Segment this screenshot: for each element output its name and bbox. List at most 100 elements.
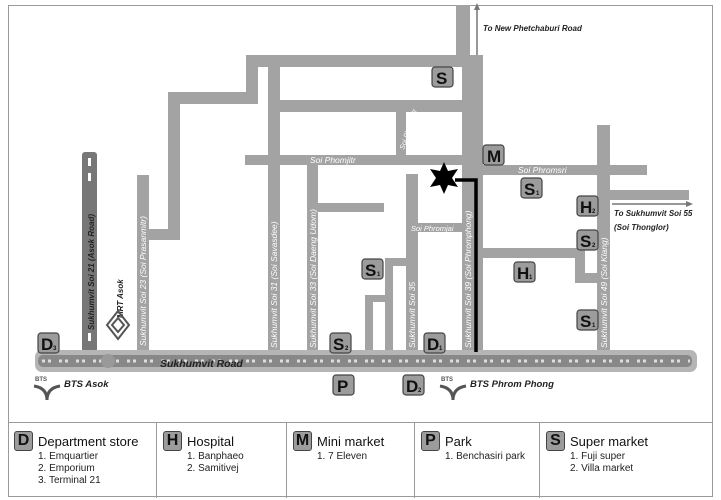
svg-text:S: S — [524, 180, 535, 199]
svg-text:P: P — [337, 377, 348, 396]
road-to-thonglor — [610, 190, 689, 200]
poi-marker-m: M — [482, 144, 505, 166]
bts-asok-icon: BTS — [33, 377, 61, 401]
road-segment — [280, 100, 470, 112]
road-segment — [246, 55, 258, 104]
label-asok: Sukhumvit Soi 21 (Asok Road) — [87, 214, 96, 330]
label-bts-phromphong: BTS Phrom Phong — [470, 379, 554, 390]
roads — [35, 5, 697, 372]
label-sukhumvit-road: Sukhumvit Road — [160, 358, 243, 370]
department-store-icon: D — [14, 431, 33, 451]
label-soi23: Sukhumvit Soi 23 (Soi Prasanmitr) — [138, 216, 148, 346]
svg-text:S: S — [436, 69, 447, 88]
label-bts-asok: BTS Asok — [64, 379, 109, 390]
svg-text:1: 1 — [536, 191, 540, 197]
road-segment — [365, 295, 373, 352]
legend-item: 1. 7 Eleven — [317, 451, 368, 462]
label-soi39: Sukhumvit Soi 39 (Soi Phromphong) — [463, 210, 473, 348]
road-soi-phromjai — [418, 223, 468, 232]
svg-text:H: H — [517, 264, 529, 283]
route-line — [455, 178, 478, 352]
mrt-icon — [105, 309, 131, 341]
road-soi-phromsri — [483, 165, 647, 175]
legend-title: Hospital — [187, 433, 234, 449]
legend-super-market: S Super market 1. Fuji super 2. Villa mar… — [540, 423, 713, 498]
label-mrt-asok: MRT Asok — [116, 279, 125, 318]
poi-marker-p: P — [332, 374, 355, 396]
road-soi49 — [597, 125, 610, 352]
road-soi35 — [406, 174, 418, 352]
legend-item: 2. Emporium — [38, 463, 95, 474]
legend-title: Department store — [38, 433, 139, 449]
arrows — [474, 3, 693, 207]
road-soi39-north — [456, 5, 470, 57]
legend-hospital: H Hospital 1. Banphaeo 2. Samitivej — [157, 423, 287, 498]
svg-text:BTS: BTS — [441, 377, 453, 383]
legend-item: 1. Fuji super — [570, 451, 626, 462]
asok-lane-marks — [88, 158, 91, 341]
road-soi23-upper — [246, 55, 470, 67]
road-segment — [137, 229, 180, 240]
label-soi-phomjitr: Soi Phomjitr — [310, 155, 357, 165]
legend-item: 3. Terminal 21 — [38, 475, 101, 486]
svg-text:S: S — [365, 261, 376, 280]
svg-text:2: 2 — [345, 346, 349, 352]
label-thonglor: (Soi Thonglor) — [614, 223, 669, 232]
bts-phromphong-icon: BTS — [439, 377, 467, 401]
hospital-icon: H — [163, 431, 182, 451]
road-soi33 — [307, 160, 318, 352]
mini-market-icon: M — [293, 431, 312, 451]
road-segment — [365, 295, 392, 302]
svg-text:S: S — [333, 335, 344, 354]
legend-title: Super market — [570, 433, 649, 449]
label-soi33: Sukhumvit Soi 33 (Soi Daeng Udom) — [308, 209, 318, 348]
road-segment — [168, 92, 258, 104]
label-soi-phromjai: Soi Phromjai — [411, 224, 454, 233]
svg-text:D: D — [406, 377, 418, 396]
svg-text:M: M — [487, 147, 501, 166]
super-market-icon: S — [546, 431, 565, 451]
legend-mini-market: M Mini market 1. 7 Eleven — [287, 423, 415, 498]
svg-text:2: 2 — [592, 243, 596, 249]
road-segment — [318, 203, 384, 212]
svg-text:D: D — [41, 335, 53, 354]
legend-title: Mini market — [317, 433, 385, 449]
svg-text:S: S — [580, 232, 591, 251]
road-segment — [483, 248, 585, 258]
road-segment — [575, 273, 597, 283]
label-soi31: Sukhumvit Soi 31 (Soi Savasdee) — [269, 221, 279, 348]
svg-text:D: D — [427, 335, 439, 354]
legend-item: 2. Samitivej — [187, 463, 239, 474]
road-segment — [575, 248, 585, 283]
road-segment — [168, 92, 180, 240]
legend-item: 2. Villa market — [570, 463, 634, 474]
destination-star-icon — [430, 162, 458, 194]
svg-text:2: 2 — [418, 388, 422, 394]
svg-text:S: S — [580, 312, 591, 331]
label-soi49: Sukhumvit Soi 49 (Soi Klang) — [599, 237, 609, 348]
legend-item: 1. Benchasiri park — [445, 451, 526, 462]
svg-text:H: H — [580, 198, 592, 217]
legend-item: 1. Banphaeo — [187, 451, 244, 462]
map-frame — [8, 5, 713, 497]
svg-text:1: 1 — [592, 323, 596, 329]
poi-marker-s: S — [431, 66, 454, 88]
map: Sukhumvit Road Sukhumvit Soi 21 (Asok Ro… — [33, 3, 697, 401]
svg-text:1: 1 — [439, 346, 443, 352]
road-segment — [385, 258, 406, 266]
label-to-phetchaburi: To New Phetchaburi Road — [483, 24, 583, 33]
road-soi31 — [268, 55, 280, 352]
park-icon: P — [421, 431, 440, 451]
label-to-soi55: To Sukhumvit Soi 55 — [614, 209, 693, 218]
